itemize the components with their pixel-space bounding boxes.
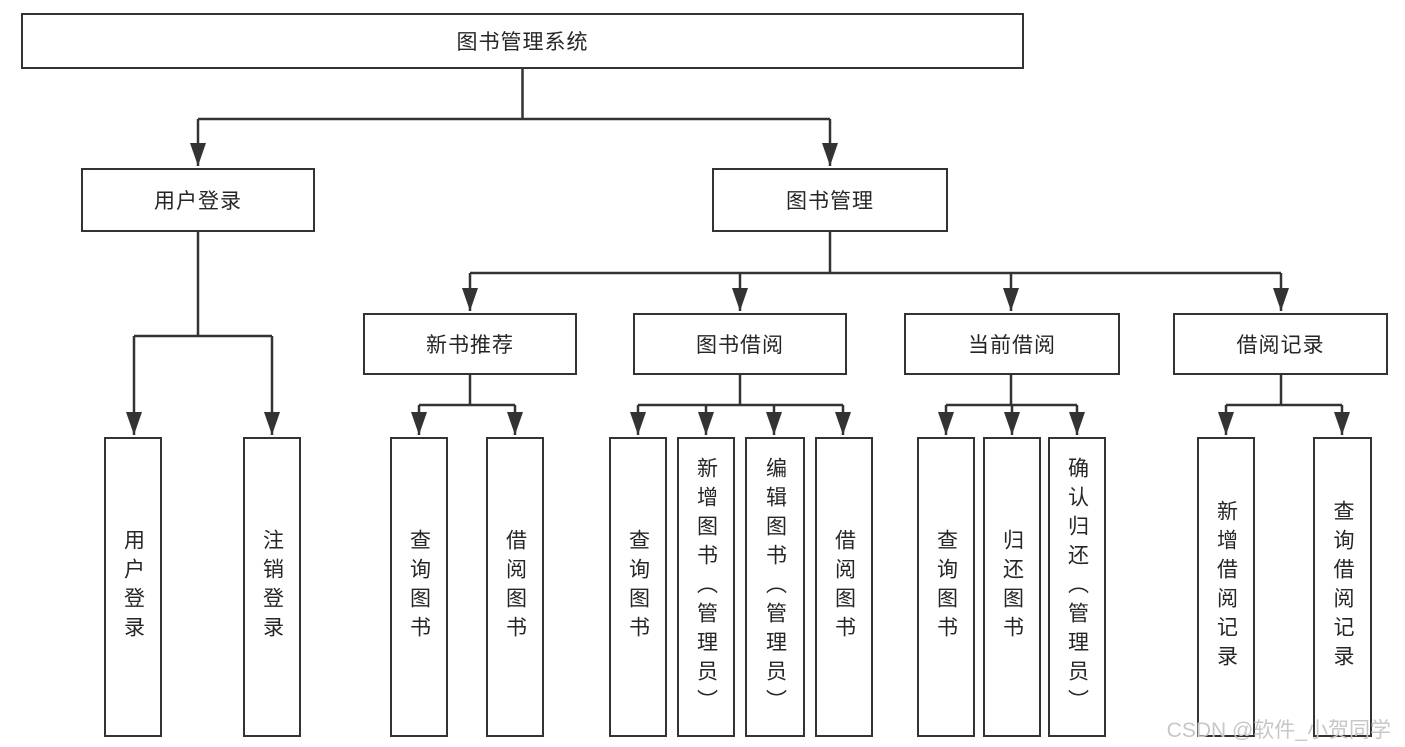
node-book-management: 图书管理	[712, 168, 948, 232]
node-label: 借阅记录	[1236, 334, 1325, 357]
node-leaf-current-confirm-return-admin: 确认归还（管理员）	[1048, 437, 1106, 737]
node-leaf-logout: 注销登录	[243, 437, 301, 737]
node-label: 用户登录	[154, 190, 242, 213]
node-label: 借阅图书	[832, 529, 856, 645]
node-label: 编辑图书（管理员）	[763, 456, 787, 718]
node-book-borrowing: 图书借阅	[633, 313, 847, 375]
node-leaf-recommend-query-books: 查询图书	[390, 437, 448, 737]
node-leaf-borrowing-borrow-books: 借阅图书	[815, 437, 873, 737]
node-leaf-borrowing-edit-books-admin: 编辑图书（管理员）	[745, 437, 805, 737]
node-leaf-current-query-books: 查询图书	[917, 437, 975, 737]
node-current-borrowing: 当前借阅	[904, 313, 1120, 375]
node-new-book-recommend: 新书推荐	[363, 313, 577, 375]
node-root: 图书管理系统	[21, 13, 1024, 69]
node-leaf-current-return-books: 归还图书	[983, 437, 1041, 737]
node-label: 注销登录	[260, 529, 284, 645]
node-label: 查询图书	[934, 529, 958, 645]
node-label: 借阅图书	[503, 529, 527, 645]
node-leaf-records-query-record: 查询借阅记录	[1313, 437, 1372, 737]
node-label: 图书借阅	[696, 334, 784, 357]
node-label: 图书管理系统	[456, 31, 589, 54]
node-label: 查询图书	[626, 529, 650, 645]
node-label: 新书推荐	[426, 334, 514, 357]
node-leaf-recommend-borrow-books: 借阅图书	[486, 437, 544, 737]
node-leaf-borrowing-add-books-admin: 新增图书（管理员）	[677, 437, 735, 737]
watermark: CSDN @软件_小贺同学	[1166, 719, 1391, 742]
node-leaf-borrowing-query-books: 查询图书	[609, 437, 667, 737]
node-label: 用户登录	[121, 529, 145, 645]
node-label: 归还图书	[1000, 529, 1024, 645]
node-user-login: 用户登录	[81, 168, 315, 232]
node-label: 新增借阅记录	[1214, 500, 1238, 674]
node-label: 当前借阅	[968, 334, 1056, 357]
node-label: 新增图书（管理员）	[694, 456, 718, 718]
node-leaf-user-login: 用户登录	[104, 437, 162, 737]
node-label: 查询图书	[407, 529, 431, 645]
node-label: 确认归还（管理员）	[1065, 456, 1089, 718]
node-label: 查询借阅记录	[1331, 500, 1354, 674]
node-leaf-records-add-record: 新增借阅记录	[1197, 437, 1255, 737]
node-label: 图书管理	[786, 190, 874, 213]
node-borrow-records: 借阅记录	[1173, 313, 1388, 375]
